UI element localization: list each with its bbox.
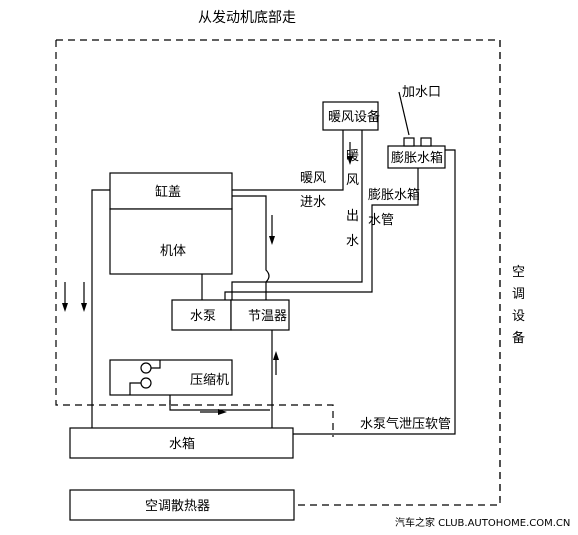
ac-equipment-label-3: 设	[512, 309, 525, 324]
heater-inlet-label-1: 暖风	[300, 171, 326, 186]
heater-label: 暖风设备	[328, 109, 380, 125]
thermostat-box	[230, 299, 290, 331]
pipe-expansion-to-pump	[224, 168, 419, 300]
ac-loop-left	[55, 40, 334, 437]
compressor-line-top	[151, 360, 161, 369]
heater-outlet-label-3: 出	[346, 209, 359, 224]
pipe-head-to-radiator	[91, 189, 110, 428]
ac-equipment-label-2: 调	[512, 287, 525, 302]
water-pump-box	[171, 299, 232, 331]
pipe-heater-outlet	[231, 130, 363, 300]
radiator-box	[69, 427, 294, 459]
radiator-label: 水箱	[169, 436, 195, 452]
compressor-port-bottom	[140, 377, 152, 389]
compressor-port-top	[140, 362, 152, 374]
ac-condenser-box	[69, 489, 295, 521]
fill-port-pointer	[398, 91, 410, 136]
pipe-bleed-hose	[293, 149, 456, 435]
thermostat-label: 节温器	[248, 309, 287, 324]
compressor-line-bottom	[129, 382, 141, 395]
pipe-head-to-thermostat	[232, 195, 270, 300]
heater-outlet-label-1: 暖	[346, 149, 359, 164]
top-caption: 从发动机底部走	[198, 10, 296, 26]
heater-outlet-label-2: 风	[346, 173, 359, 188]
engine-block-label: 机体	[160, 244, 186, 259]
fill-port-cap	[403, 137, 415, 147]
expansion-pipe-label-2: 水管	[368, 213, 394, 228]
ac-equipment-label-4: 备	[512, 330, 525, 346]
fill-port-label: 加水口	[402, 85, 441, 100]
ac-condenser-label: 空调散热器	[145, 499, 210, 514]
pipe-head-to-heater	[232, 130, 344, 191]
expansion-tank-box	[387, 145, 446, 169]
watermark: 汽车之家 CLUB.AUTOHOME.COM.CN	[395, 516, 570, 529]
water-pump-label: 水泵	[190, 309, 216, 324]
compressor-label: 压缩机	[190, 372, 229, 388]
compressor-line-out	[169, 395, 270, 411]
cylinder-head-label: 缸盖	[155, 184, 181, 200]
engine-block-box	[109, 208, 233, 275]
expansion-tank-label: 膨胀水箱	[391, 150, 443, 166]
heater-box	[322, 101, 379, 131]
heater-inlet-label-2: 进水	[300, 195, 326, 210]
ac-equipment-label-1: 空	[512, 265, 525, 280]
expansion-pipe-label-1: 膨胀水箱	[368, 187, 420, 203]
flow-arrows	[62, 142, 353, 415]
heater-outlet-label-4: 水	[346, 234, 359, 249]
cylinder-head-box	[109, 172, 233, 210]
bleed-pipe-label: 水泵气泄压软管	[360, 416, 451, 432]
tank-cap	[420, 137, 432, 147]
